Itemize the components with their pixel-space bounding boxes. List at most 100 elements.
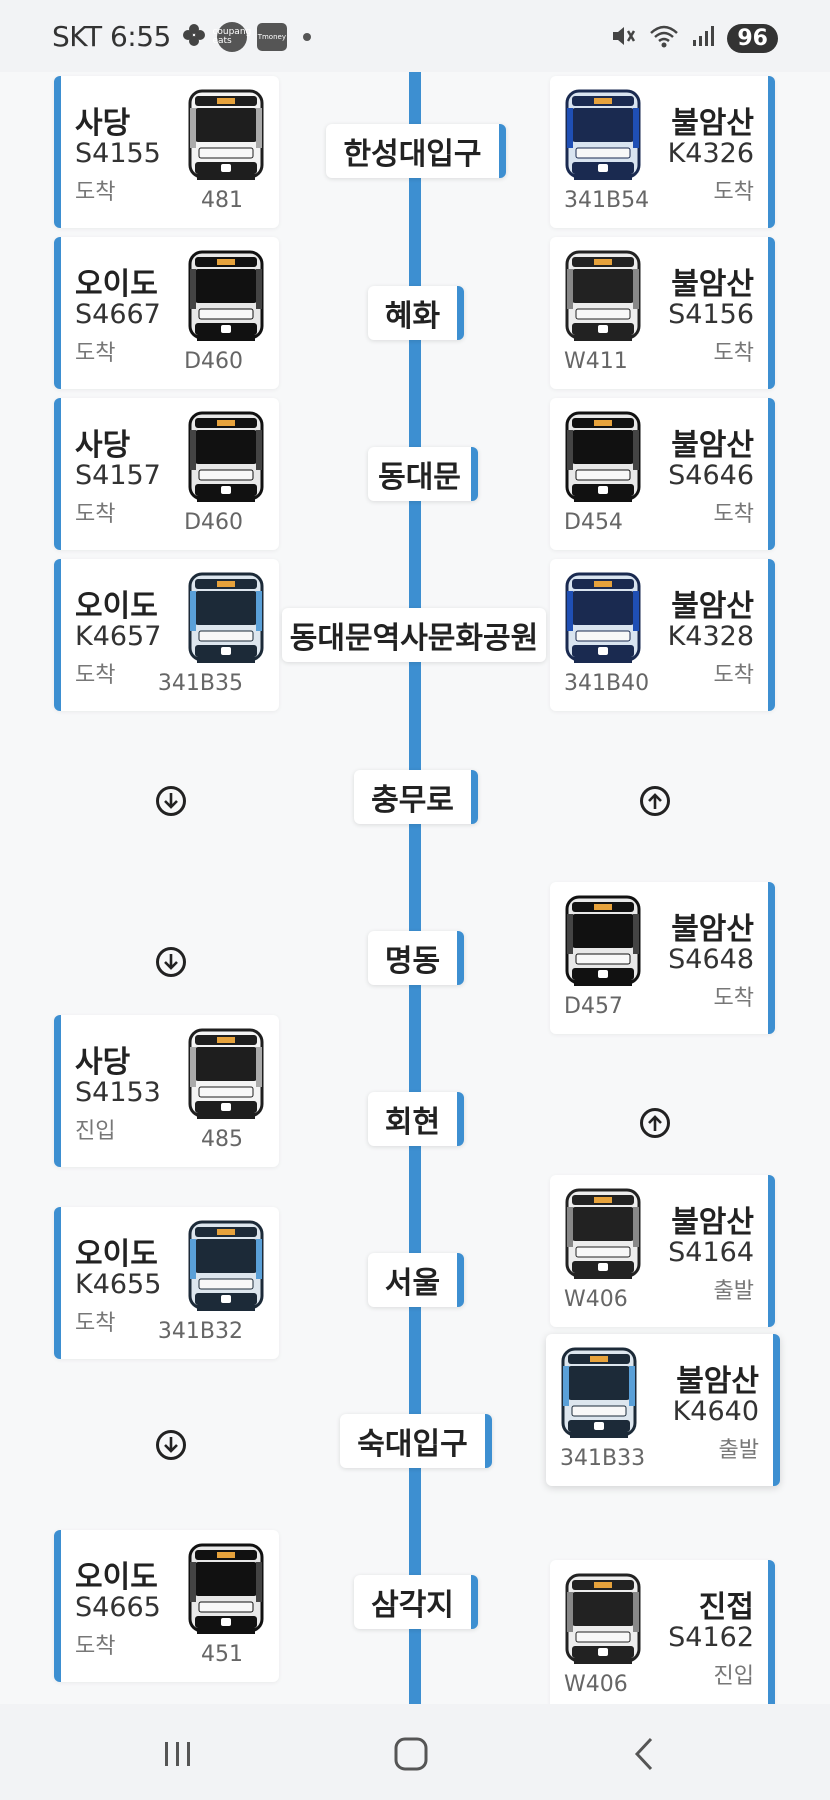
train-destination: 오이도	[75, 1560, 158, 1595]
coupang-eats-icon: coupang eats	[212, 21, 251, 52]
train-status: 도착	[75, 502, 116, 527]
station-label[interactable]: 서울	[368, 1253, 464, 1307]
recent-apps-icon[interactable]	[148, 1734, 208, 1774]
train-status: 출발	[718, 1438, 759, 1463]
train-number: K4655	[75, 1269, 162, 1300]
car-number: D460	[184, 510, 243, 535]
train-destination: 불암산	[671, 589, 754, 624]
mute-icon	[609, 22, 637, 54]
train-destination: 사당	[75, 1045, 131, 1080]
train-card-down[interactable]: 오이도 K4657 도착 341B35	[54, 559, 279, 711]
clover-icon	[181, 22, 207, 52]
train-status: 진입	[75, 1119, 116, 1144]
car-number: W411	[564, 349, 628, 374]
train-status: 도착	[713, 502, 754, 527]
train-front-image	[187, 88, 265, 184]
train-card-down[interactable]: 사당 S4153 진입 485	[54, 1015, 279, 1167]
train-card-up[interactable]: 불암산 K4328 도착 341B40	[550, 559, 775, 711]
status-bar-left: SKT 6:55 coupang eats Tmoney	[52, 20, 311, 53]
carrier-time: SKT 6:55	[52, 20, 171, 53]
train-front-image	[187, 1219, 265, 1315]
train-status: 도착	[75, 663, 116, 688]
train-card-up[interactable]: 불암산 K4640 출발 341B33	[546, 1334, 780, 1486]
train-status: 도착	[75, 341, 116, 366]
car-number: D457	[564, 994, 623, 1019]
home-icon[interactable]	[381, 1734, 441, 1774]
train-card-up[interactable]: 불암산 S4646 도착 D454	[550, 398, 775, 550]
train-destination: 불암산	[671, 912, 754, 947]
train-front-image	[564, 249, 642, 345]
train-number: S4667	[75, 299, 161, 330]
train-front-image	[564, 410, 642, 506]
train-front-image	[564, 894, 642, 990]
station-label[interactable]: 한성대입구	[326, 124, 506, 178]
car-number: W406	[564, 1672, 628, 1697]
train-front-image	[187, 249, 265, 345]
train-destination: 불암산	[671, 267, 754, 302]
car-number: D460	[184, 349, 243, 374]
train-number: K4326	[667, 138, 754, 169]
train-card-up[interactable]: 불암산 S4156 도착 W411	[550, 237, 775, 389]
train-destination: 사당	[75, 428, 131, 463]
car-number: 485	[201, 1127, 243, 1152]
train-number: S4157	[75, 460, 161, 491]
notification-dot-icon	[302, 32, 311, 41]
train-number: S4156	[668, 299, 754, 330]
status-bar-right: 96	[609, 22, 778, 54]
train-number: S4648	[668, 944, 754, 975]
train-card-up[interactable]: 불암산 K4326 도착 341B54	[550, 76, 775, 228]
train-card-up[interactable]: 불암산 S4648 도착 D457	[550, 882, 775, 1034]
car-number: 341B33	[560, 1446, 646, 1471]
train-destination: 진접	[698, 1590, 754, 1625]
train-front-image	[560, 1346, 638, 1442]
car-number: 341B40	[564, 671, 650, 696]
train-card-down[interactable]: 사당 S4157 도착 D460	[54, 398, 279, 550]
train-status: 도착	[75, 180, 116, 205]
train-front-image	[564, 1572, 642, 1668]
arrow-up-circle-icon	[640, 786, 670, 816]
train-location-view[interactable]: 한성대입구 혜화 동대문 동대문역사문화공원 충무로 명동 회현 서울 숙대입구…	[0, 72, 830, 1704]
station-label[interactable]: 삼각지	[354, 1575, 478, 1629]
train-destination: 오이도	[75, 1237, 158, 1272]
train-status: 도착	[75, 1311, 116, 1336]
train-front-image	[564, 1187, 642, 1283]
train-front-image	[187, 571, 265, 667]
car-number: 341B32	[157, 1319, 243, 1344]
train-card-down[interactable]: 오이도 S4665 도착 451	[54, 1530, 279, 1682]
back-icon[interactable]	[614, 1734, 674, 1774]
station-label[interactable]: 회현	[368, 1092, 464, 1146]
system-nav-bar	[0, 1704, 830, 1800]
train-destination: 오이도	[75, 267, 158, 302]
train-status: 도착	[75, 1634, 116, 1659]
wifi-icon	[649, 23, 679, 53]
car-number: 341B54	[564, 188, 650, 213]
station-label[interactable]: 동대문	[368, 447, 478, 501]
car-number: 451	[201, 1642, 243, 1667]
station-label[interactable]: 동대문역사문화공원	[282, 608, 546, 662]
train-number: K4328	[667, 621, 754, 652]
train-number: S4153	[75, 1077, 161, 1108]
train-destination: 사당	[75, 106, 131, 141]
train-front-image	[187, 1027, 265, 1123]
station-label[interactable]: 충무로	[354, 770, 478, 824]
train-number: S4155	[75, 138, 161, 169]
station-label[interactable]: 숙대입구	[340, 1414, 492, 1468]
train-card-up[interactable]: 진접 S4162 진입 W406	[550, 1560, 775, 1704]
train-card-down[interactable]: 오이도 S4667 도착 D460	[54, 237, 279, 389]
train-number: K4657	[75, 621, 162, 652]
train-card-down[interactable]: 오이도 K4655 도착 341B32	[54, 1207, 279, 1359]
car-number: W406	[564, 1287, 628, 1312]
train-card-up[interactable]: 불암산 S4164 출발 W406	[550, 1175, 775, 1327]
train-status: 도착	[713, 663, 754, 688]
train-status: 진입	[713, 1664, 754, 1689]
train-front-image	[187, 410, 265, 506]
station-label[interactable]: 혜화	[368, 286, 464, 340]
train-card-down[interactable]: 사당 S4155 도착 481	[54, 76, 279, 228]
train-status: 도착	[713, 341, 754, 366]
train-destination: 불암산	[671, 428, 754, 463]
train-destination: 불암산	[671, 1205, 754, 1240]
station-label[interactable]: 명동	[368, 931, 464, 985]
arrow-down-circle-icon	[156, 1430, 186, 1460]
train-front-image	[187, 1542, 265, 1638]
train-front-image	[564, 88, 642, 184]
